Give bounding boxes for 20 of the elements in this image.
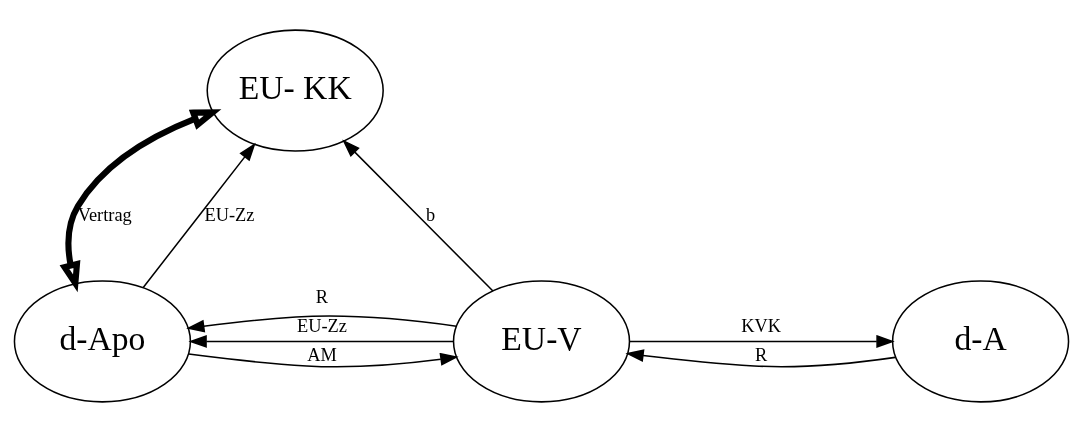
edge-label: b [426,204,436,225]
node-ellipse: EU- KK [206,29,384,152]
edge-label: Vertrag [77,204,132,225]
node-ellipse: EU-V [452,280,631,403]
arrow [187,352,459,368]
node-ellipse: d-A [891,280,1070,403]
arrow [188,335,455,348]
arrow [342,139,494,292]
edge-label: EU-Zz [204,204,255,225]
edge-label: KVK [741,315,781,336]
arrow [625,349,897,368]
arrow [142,142,256,289]
arrow [629,335,895,348]
node-ellipse: d-Apo [13,280,192,403]
edge-label: R [315,286,329,307]
edge-label: R [754,344,768,365]
arrow [186,315,458,333]
edge-label: EU-Zz [297,315,347,336]
arrow [59,109,222,293]
edge-label: AM [307,344,337,365]
